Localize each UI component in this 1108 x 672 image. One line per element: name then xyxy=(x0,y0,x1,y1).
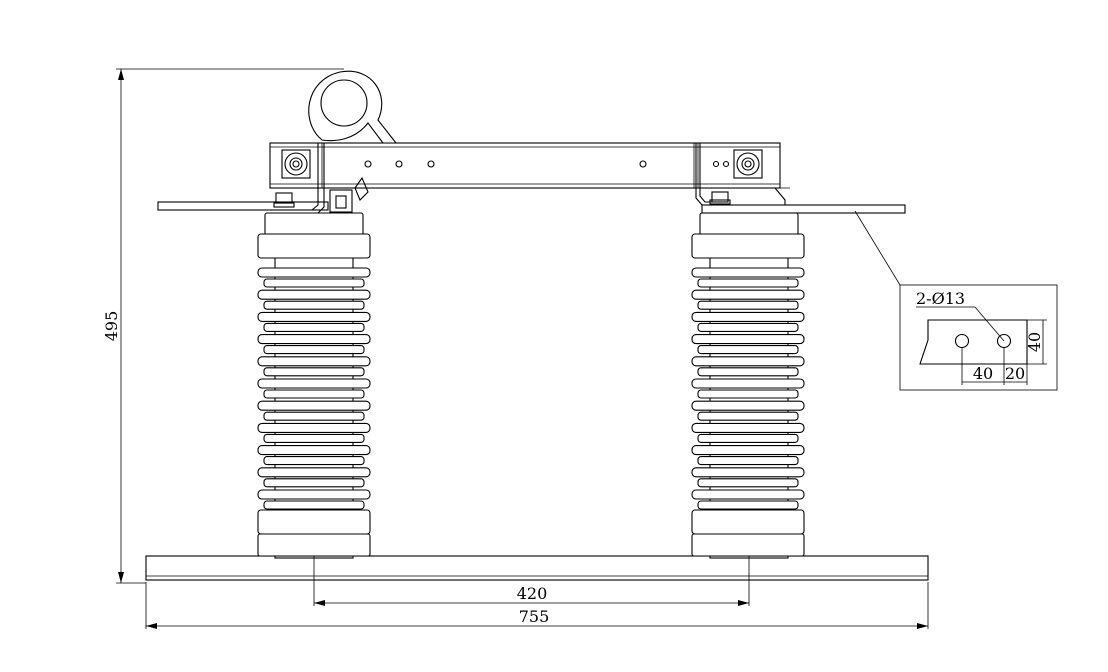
insulator-shed xyxy=(691,422,805,433)
right-bracket xyxy=(695,143,790,206)
detail-edge-offset-label: 20 xyxy=(1005,364,1025,383)
insulator-shed xyxy=(263,478,365,488)
insulator-shed xyxy=(257,489,371,500)
insulator-shed xyxy=(691,467,805,478)
insulator-shed xyxy=(257,334,371,345)
insulator-shed xyxy=(697,322,799,332)
right-terminal-plate xyxy=(701,204,906,214)
insulator-shed xyxy=(257,422,371,433)
insulator-shed xyxy=(263,389,365,399)
left-insulator xyxy=(257,212,371,559)
insulator-shed xyxy=(257,378,371,389)
left-bolt xyxy=(281,149,311,179)
insulator-shed xyxy=(263,411,365,421)
insulator-shed xyxy=(263,322,365,332)
insulator-shed xyxy=(691,378,805,389)
contact-arm xyxy=(269,142,781,189)
insulator-shed xyxy=(263,456,365,466)
height-dimension: 495 xyxy=(102,68,344,584)
detail-holes-label: 2-Ø13 xyxy=(916,289,965,308)
insulator-shed xyxy=(263,345,365,355)
right-bolt xyxy=(733,149,763,179)
spacing-dimension-label: 420 xyxy=(517,584,548,603)
insulator-shed xyxy=(263,500,365,510)
insulator-shed xyxy=(697,478,799,488)
base-dimension: 755 xyxy=(145,582,929,629)
insulator-shed xyxy=(691,334,805,345)
insulator-shed xyxy=(697,300,799,310)
left-terminal-plate xyxy=(157,201,329,211)
insulator-shed xyxy=(257,356,371,367)
spacing-dimension: 420 xyxy=(313,556,750,606)
detail-leader xyxy=(854,210,901,286)
insulator-shed xyxy=(691,267,805,278)
insulator-shed xyxy=(257,445,371,456)
insulator-shed xyxy=(697,433,799,443)
detail-hole-spacing-label: 40 xyxy=(973,364,993,383)
right-insulator xyxy=(691,212,805,559)
insulator-shed xyxy=(257,311,371,322)
insulator-shed xyxy=(257,289,371,300)
base-plate xyxy=(145,555,929,581)
insulator-shed xyxy=(697,345,799,355)
insulator-shed xyxy=(257,267,371,278)
eye-ring xyxy=(308,70,398,144)
insulator-shed xyxy=(697,411,799,421)
base-dimension-label: 755 xyxy=(519,607,550,626)
insulator-shed xyxy=(263,367,365,377)
insulator-shed xyxy=(257,400,371,411)
insulator-shed xyxy=(691,311,805,322)
insulator-shed xyxy=(697,456,799,466)
insulator-shed xyxy=(691,400,805,411)
insulator-shed xyxy=(263,300,365,310)
insulator-shed xyxy=(697,500,799,510)
insulator-shed xyxy=(697,389,799,399)
insulator-shed xyxy=(263,433,365,443)
left-bracket xyxy=(273,143,369,214)
insulator-shed xyxy=(697,367,799,377)
insulator-shed xyxy=(691,356,805,367)
insulator-shed xyxy=(691,445,805,456)
insulator-shed xyxy=(697,278,799,288)
terminal-detail: 2-Ø13 40 40 20 xyxy=(899,284,1058,391)
insulator-shed xyxy=(691,489,805,500)
insulator-shed xyxy=(257,467,371,478)
insulator-shed xyxy=(691,289,805,300)
insulator-shed xyxy=(263,278,365,288)
height-dimension-label: 495 xyxy=(102,311,121,342)
detail-width-label: 40 xyxy=(1025,332,1044,352)
